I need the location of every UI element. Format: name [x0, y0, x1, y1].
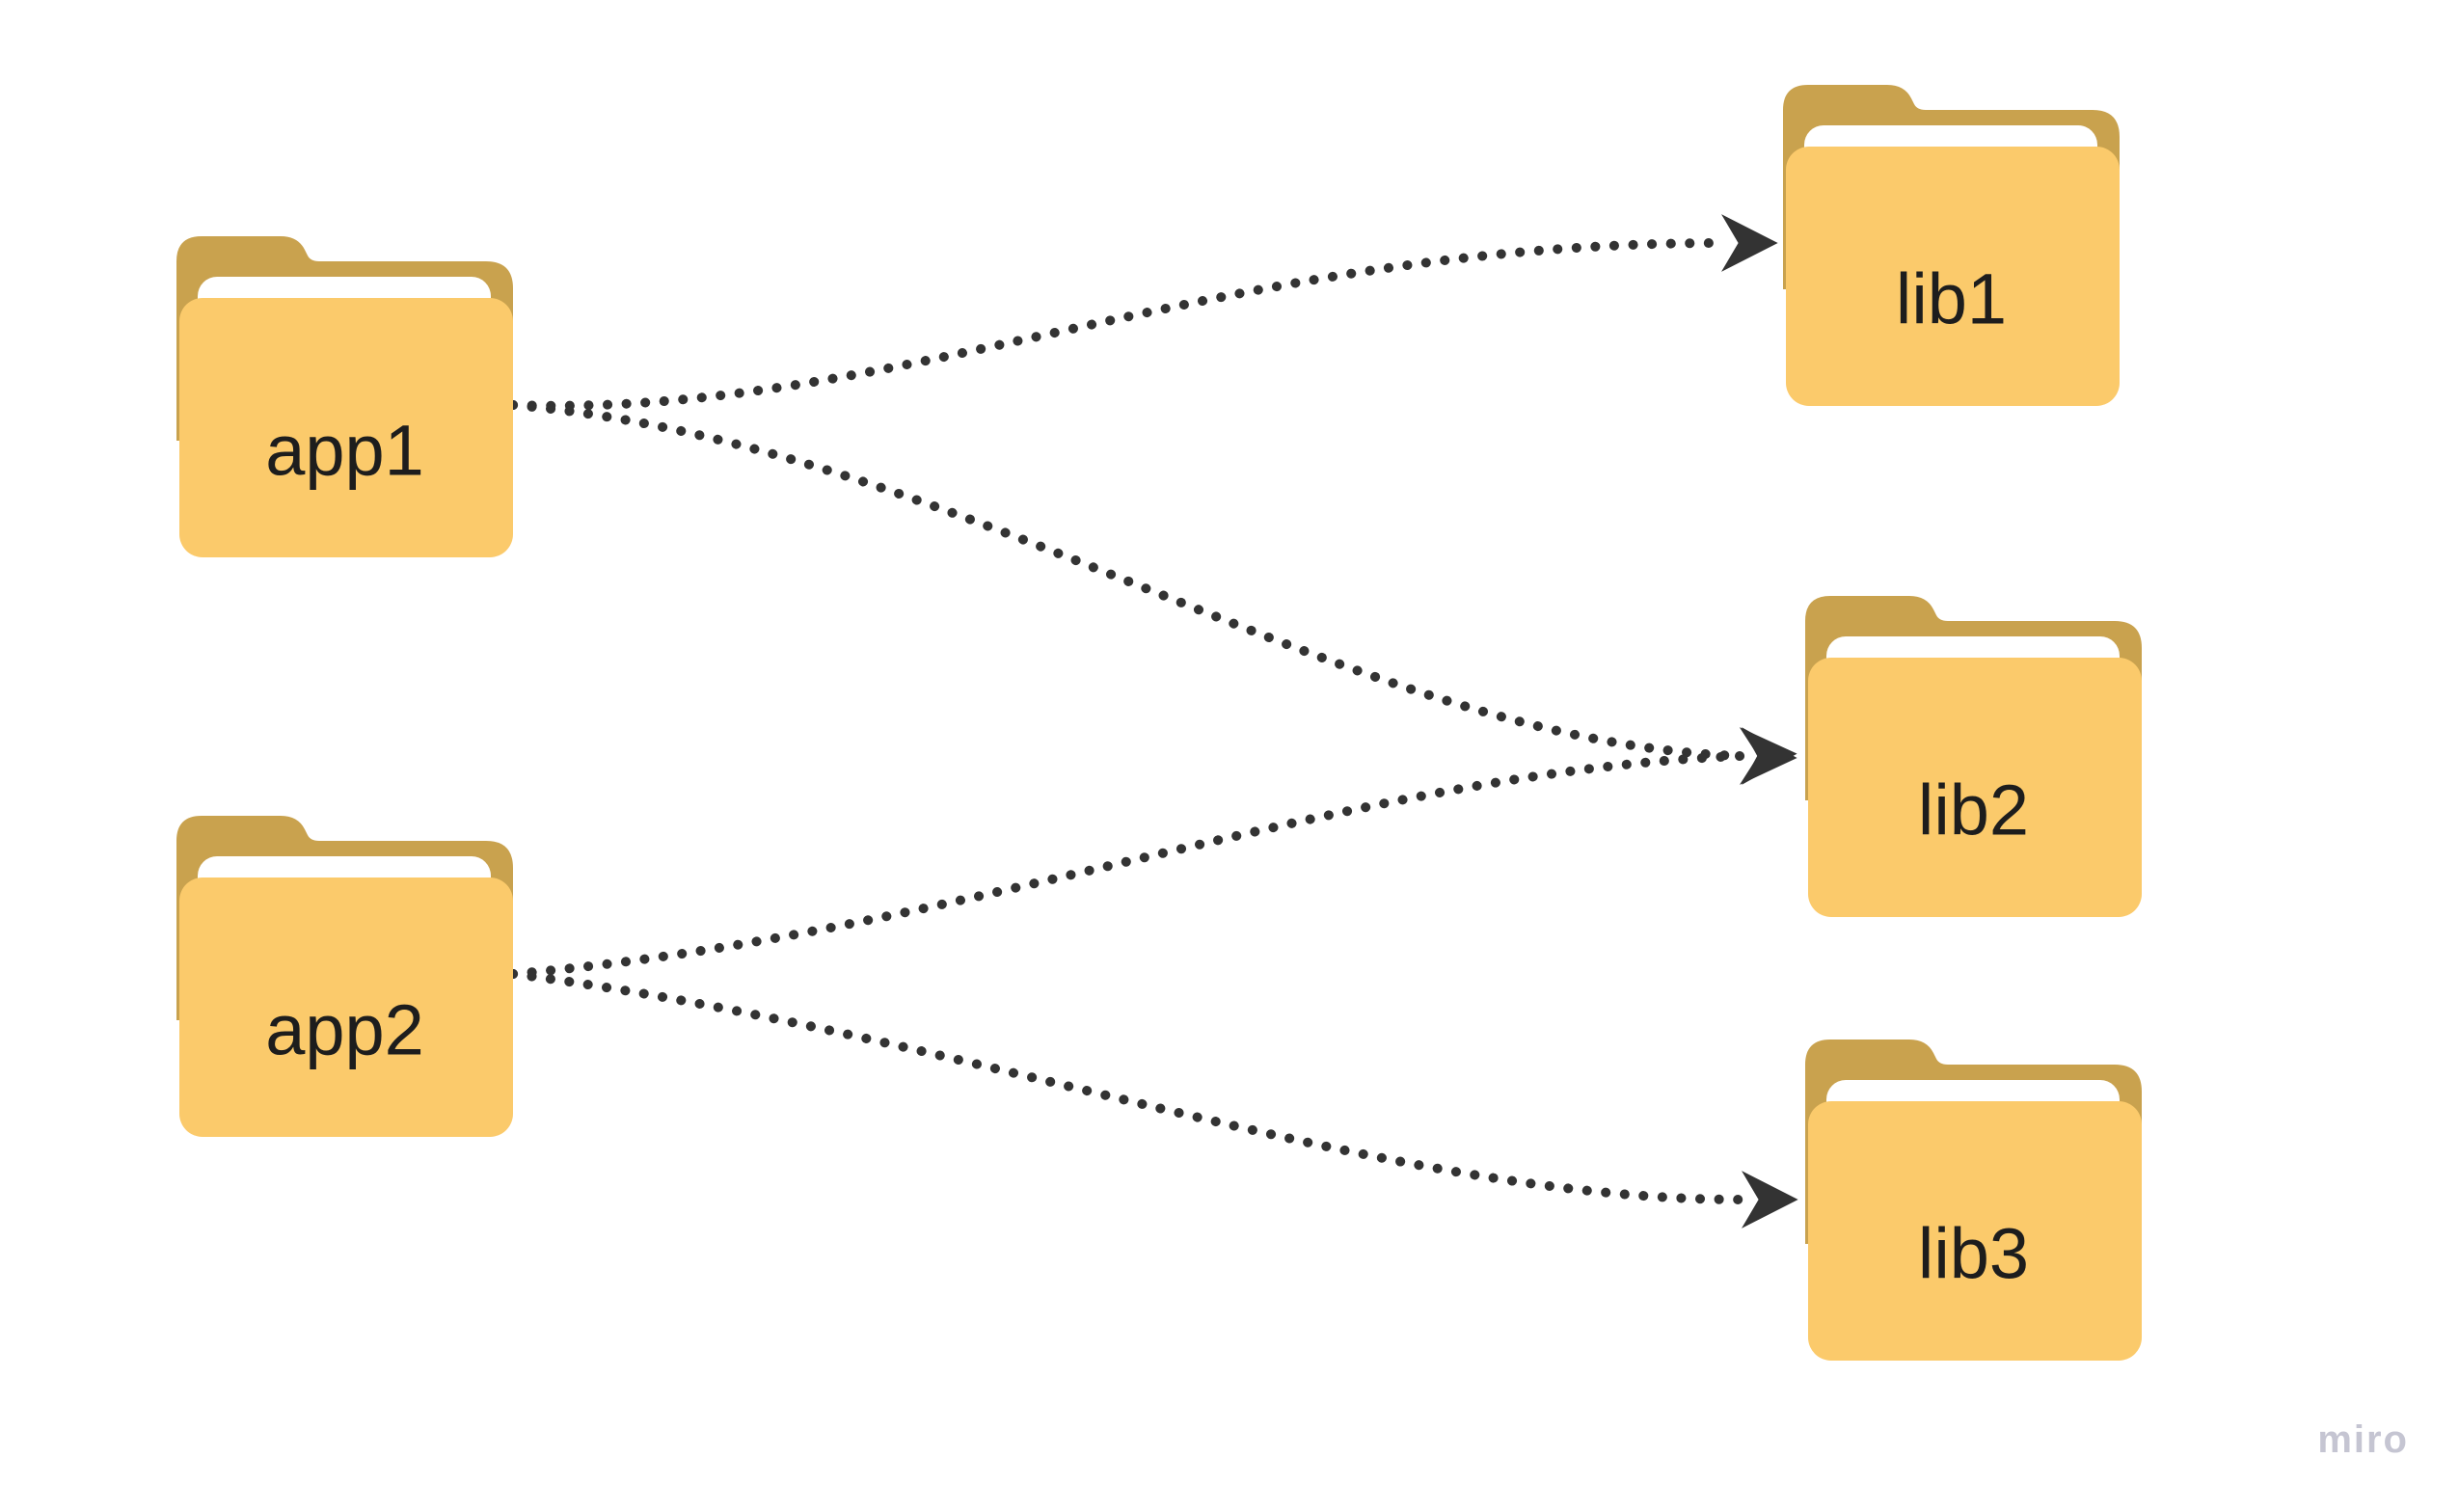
- folder-node-lib2[interactable]: lib2: [1805, 596, 2142, 917]
- folder-label-lib3: lib3: [1918, 1214, 2029, 1294]
- folder-label-app2: app2: [265, 990, 424, 1070]
- folder-icon: [1805, 596, 2142, 917]
- edge-app2-lib2[interactable]: [508, 727, 1797, 979]
- folder-icon: [1805, 1040, 2142, 1361]
- folder-node-lib1[interactable]: lib1: [1783, 85, 2120, 406]
- folder-label-lib1: lib1: [1896, 259, 2007, 339]
- edge-app1-lib1[interactable]: [508, 214, 1778, 411]
- folder-node-lib3[interactable]: lib3: [1805, 1040, 2142, 1361]
- miro-logo: miro: [2317, 1418, 2409, 1461]
- folder-icon: [176, 236, 513, 557]
- folder-label-app1: app1: [265, 411, 424, 491]
- folder-icon: [176, 816, 513, 1137]
- folder-label-lib2: lib2: [1918, 770, 2029, 850]
- edge-app1-lib2[interactable]: [508, 400, 1797, 785]
- edge-app2-lib3[interactable]: [508, 969, 1798, 1228]
- folder-node-app1[interactable]: app1: [176, 236, 513, 557]
- folder-icon: [1783, 85, 2120, 406]
- folder-node-app2[interactable]: app2: [176, 816, 513, 1137]
